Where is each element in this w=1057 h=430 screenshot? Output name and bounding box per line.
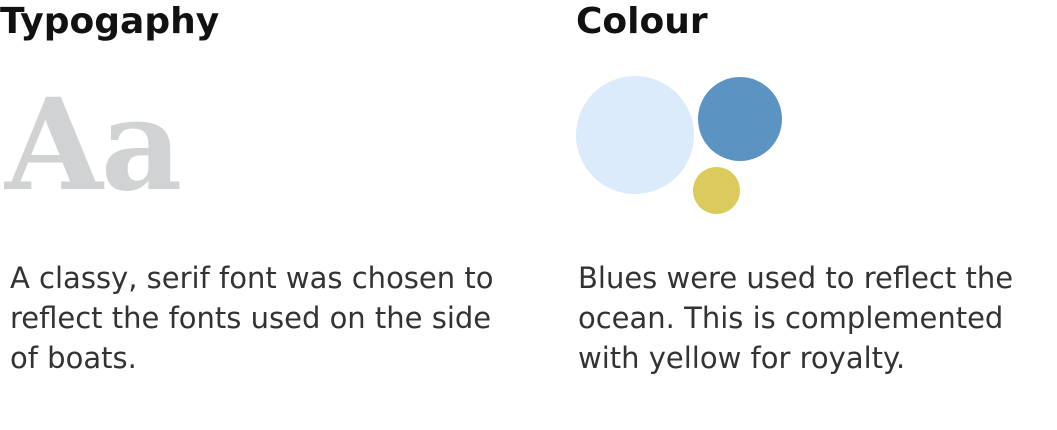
typography-heading: Typogaphy <box>0 1 220 42</box>
blue-swatch <box>698 77 782 161</box>
colour-swatches <box>576 76 796 226</box>
light-blue-swatch <box>576 76 694 194</box>
colour-description: Blues were used to reflect the ocean. Th… <box>578 261 1014 375</box>
yellow-swatch <box>693 167 740 214</box>
typography-description: A classy, serif font was chosen to refle… <box>10 261 494 375</box>
colour-heading: Colour <box>576 1 708 42</box>
typography-specimen: Aa <box>5 71 182 219</box>
